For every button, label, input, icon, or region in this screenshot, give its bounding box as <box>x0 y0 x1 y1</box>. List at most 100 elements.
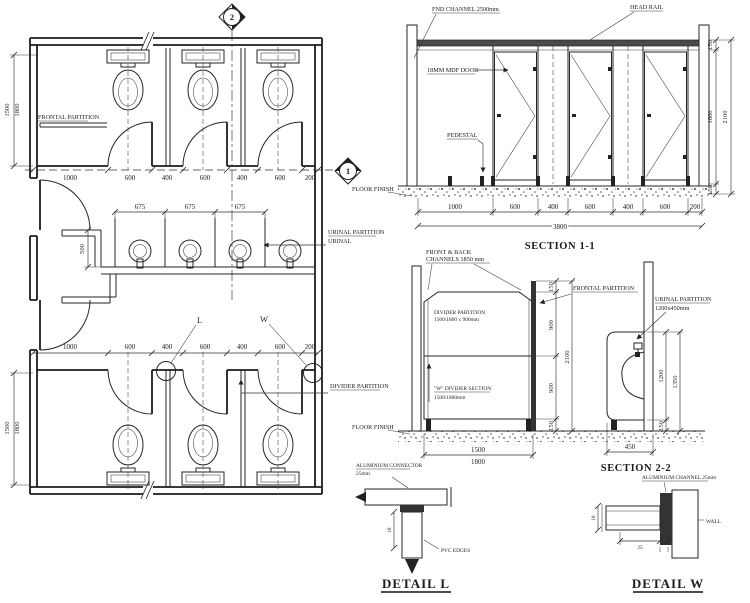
label-text: FLOOR FINISH <box>352 424 394 431</box>
floor-band <box>398 186 712 197</box>
plan-view: 1000 600 400 600 400 600 200 1000 600 40… <box>4 3 389 500</box>
label-text: CHANNELS 1850 mm <box>426 256 484 263</box>
stall-partitions <box>165 48 246 487</box>
divider-partition-text: DIVIDER PARTITION 1500/1800 x 900mm <box>434 310 485 323</box>
dim-label: 2100 <box>564 350 571 364</box>
wall-label: WALL <box>698 519 721 525</box>
label-text: 1500/1800 x 900mm <box>434 317 480 323</box>
dim-label: 200 <box>305 174 316 182</box>
head-rail-label: HEAD RAIL <box>589 4 663 41</box>
label-text: PVC EDGES <box>441 548 470 554</box>
dim-label: 1800 <box>14 421 21 435</box>
dim-label: 400 <box>162 343 173 351</box>
pedestals <box>448 176 690 186</box>
section-1-1: 150 1800 150 2100 1000 600 400 600 400 6… <box>352 4 735 252</box>
floor-band <box>398 431 705 442</box>
urinal-height-dimensions: 1200 150 1350 <box>647 328 684 435</box>
label-text: FLOOR FINISH <box>352 186 394 193</box>
label-text: URINAL PARTITION <box>328 229 385 236</box>
dim-label: 675 <box>135 203 146 211</box>
dim-label: 500 <box>79 243 86 254</box>
dim-label: 600 <box>200 174 211 182</box>
dim-label: 1800 <box>471 458 486 466</box>
dim-label: 900 <box>548 382 555 393</box>
wall-left <box>406 24 418 187</box>
callout-letter: L <box>197 315 202 325</box>
dim-label: 400 <box>623 203 634 211</box>
channel-section <box>660 493 672 545</box>
vestibule-walls <box>61 229 117 304</box>
dim-label: 600 <box>585 203 596 211</box>
dim-label: 600 <box>660 203 671 211</box>
marker-number: 1 <box>346 166 350 176</box>
label-text: WALL <box>706 519 721 525</box>
doors-elevation <box>494 51 688 181</box>
dim-label: 18 <box>592 515 597 521</box>
plan-walls <box>29 31 323 500</box>
dim-label: 200 <box>690 203 701 211</box>
detail-l: 18 ALUMINIUM CONNECTOR 25mm PVC EDGES DE… <box>355 463 470 593</box>
label-text: 1200x450mm <box>655 305 690 312</box>
dim-label: 400 <box>548 203 559 211</box>
urinal-back-wall <box>101 266 315 275</box>
connector-section <box>400 505 424 512</box>
dim-label: 600 <box>275 343 286 351</box>
pedestal-label: PEDESTAL <box>447 132 486 173</box>
label-text: 1500/1800mm <box>434 395 466 401</box>
wall-urinal <box>643 261 654 432</box>
panel-section <box>605 505 661 531</box>
dim-label: 200 <box>305 343 316 351</box>
stall-fronts <box>37 165 315 371</box>
section1-title: SECTION 1-1 <box>525 241 596 252</box>
dim-label: 900 <box>548 319 555 330</box>
detail-l-title: DETAIL L <box>382 576 450 591</box>
label-text: URINAL PARTITION <box>655 296 712 303</box>
frontal-partition-wall <box>39 122 107 128</box>
label-text: 25mm <box>356 471 371 477</box>
dim-label: 600 <box>125 343 136 351</box>
dim-label: 400 <box>237 174 248 182</box>
label-text: PEDESTAL <box>447 132 478 139</box>
section-2-2: 150 900 900 150 2100 1200 150 1350 FRONT… <box>352 249 712 474</box>
horizontal-panel-section <box>364 488 448 506</box>
dim-label: 600 <box>125 174 136 182</box>
dim-label: 400 <box>162 174 173 182</box>
urinal-depth-dimension: 500 <box>79 226 101 271</box>
label-text: ALUMINIUM CONNECTOR <box>356 463 423 469</box>
label-text: URINAL <box>328 238 352 245</box>
section1-height-dimensions: 150 1800 150 2100 <box>707 36 735 198</box>
dim-label: 1000 <box>448 203 463 211</box>
dim-label: 675 <box>235 203 246 211</box>
floor-finish-label-s2: FLOOR FINISH <box>352 424 411 435</box>
wall-section <box>671 489 699 559</box>
dim-label: 2100 <box>722 110 729 124</box>
channel-label-w: ALUMINIUM CHANNEL 25mm <box>642 475 717 493</box>
dim-total: 3800 <box>553 223 568 231</box>
wall-left <box>411 265 422 432</box>
detail-l-dimension: 18 <box>388 508 398 552</box>
channels-label: FRONT & BACK CHANNELS 1850 mm <box>426 249 522 291</box>
dim-label: 1800 <box>14 103 21 117</box>
plan-top-dimensions: 1000 600 400 600 400 600 200 <box>29 166 322 182</box>
dim-label: 400 <box>237 343 248 351</box>
channel-label: FND CHANNEL 2500mm <box>413 6 500 59</box>
detail-w-channel-dimension: 25 <box>616 532 672 552</box>
label-text: HEAD RAIL <box>630 4 663 11</box>
fixture-centerlines <box>127 47 279 489</box>
urinal-partition-label: URINAL PARTITION URINAL <box>263 229 385 248</box>
head-rail <box>416 39 700 47</box>
plan-bottom-dimensions: 1000 600 400 600 400 600 200 <box>29 343 322 357</box>
label-text: ALUMINIUM CHANNEL 25mm <box>642 475 717 481</box>
section2-title: SECTION 2-2 <box>601 463 672 474</box>
dim-label: 1350 <box>672 375 679 389</box>
dim-label: 450 <box>625 443 636 451</box>
section1-width-dimensions: 1000 600 400 600 400 600 200 3800 <box>414 198 706 233</box>
divider-partition-label: DIVIDER PARTITION <box>238 379 389 394</box>
floor-finish-label-s1: FLOOR FINISH <box>352 186 413 197</box>
urinal-dimensions: 675 675 675 <box>111 203 269 220</box>
label-text: FND CHANNEL 2500mm <box>432 6 499 13</box>
dim-label: 18 <box>388 527 393 533</box>
dim-label: 600 <box>510 203 521 211</box>
detail-w: 18 ALUMINIUM CHANNEL 25mm WALL 25 DETAIL… <box>592 475 721 593</box>
